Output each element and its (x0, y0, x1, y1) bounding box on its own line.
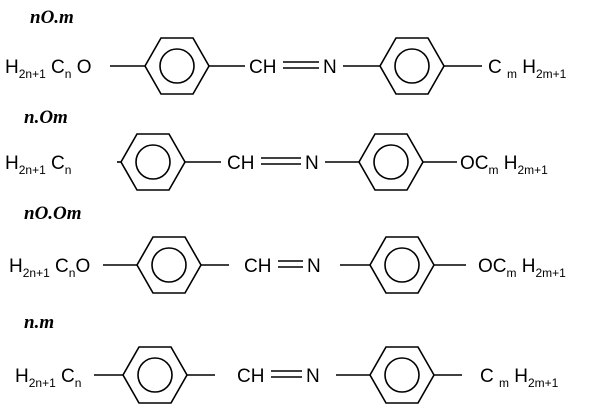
ring-hexagon (120, 133, 186, 191)
subscript: 2n+1 (19, 163, 46, 177)
text-part: H (5, 57, 19, 78)
ring-aromatic-circle (159, 48, 195, 84)
text-part: H (5, 153, 19, 174)
subscript: m (499, 376, 509, 390)
subscript: 2m+1 (528, 376, 559, 390)
benzene-ring (358, 133, 424, 191)
subscript: 2n+1 (29, 376, 56, 390)
ring-aromatic-circle (384, 357, 420, 393)
text-part: C (50, 256, 69, 277)
structure-title: n.m (24, 312, 54, 333)
text-part: H (15, 366, 29, 387)
text-part: C (488, 57, 507, 78)
text-part: H (9, 256, 23, 277)
benzene-ring (369, 236, 435, 294)
text-part: OC (460, 153, 489, 174)
text-part: H (509, 366, 528, 387)
ring-aromatic-circle (373, 144, 409, 180)
left-chain-label: H2n+1 Cn (5, 153, 71, 177)
ring-hexagon (136, 236, 202, 294)
nitrogen-label: N (323, 57, 337, 78)
text-part: C (480, 366, 499, 387)
ring-aromatic-circle (151, 247, 187, 283)
subscript: n (69, 266, 76, 280)
benzene-ring (120, 133, 186, 191)
subscript: 2m+1 (536, 67, 567, 81)
text-part: H (517, 57, 536, 78)
benzene-ring (379, 37, 445, 95)
ring-hexagon (379, 37, 445, 95)
nitrogen-label: N (306, 366, 320, 387)
ring-aromatic-circle (394, 48, 430, 84)
right-chain-label: OCm H2m+1 (478, 256, 566, 280)
ring-aromatic-circle (137, 357, 173, 393)
text-part: H (499, 153, 518, 174)
subscript: m (507, 266, 517, 280)
text-part: CH (227, 153, 254, 174)
ch-group-label: CH (244, 256, 271, 277)
text-part: H (517, 256, 536, 277)
benzene-ring (369, 346, 435, 404)
text-part: CH (244, 256, 271, 277)
nitrogen-label: N (305, 153, 319, 174)
text-part: OC (478, 256, 507, 277)
right-chain-label: OCm H2m+1 (460, 153, 548, 177)
ch-group-label: CH (237, 366, 264, 387)
nitrogen-label: N (307, 256, 321, 277)
right-chain-label: C m H2m+1 (488, 57, 567, 81)
ring-hexagon (122, 346, 188, 404)
left-chain-label: H2n+1 CnO (9, 256, 90, 280)
text-part: CH (249, 57, 276, 78)
left-chain-label: H2n+1 Cn O (5, 57, 92, 81)
text-part: C (56, 366, 75, 387)
subscript: n (65, 163, 72, 177)
benzene-ring (144, 37, 210, 95)
subscript: 2n+1 (23, 266, 50, 280)
text-part: O (71, 57, 91, 78)
structure-title: n.Om (24, 107, 68, 128)
right-chain-label: C m H2m+1 (480, 366, 559, 390)
subscript: n (65, 67, 72, 81)
ring-hexagon (369, 346, 435, 404)
ring-aromatic-circle (384, 247, 420, 283)
subscript: 2m+1 (518, 163, 549, 177)
left-chain-label: H2n+1 Cn (15, 366, 81, 390)
ring-aromatic-circle (135, 144, 171, 180)
structure-title: nO.Om (24, 203, 82, 224)
text-part: CH (237, 366, 264, 387)
text-part: C (46, 153, 65, 174)
ring-hexagon (369, 236, 435, 294)
ch-group-label: CH (249, 57, 276, 78)
benzene-ring (136, 236, 202, 294)
ch-group-label: CH (227, 153, 254, 174)
structure-title: nO.m (30, 7, 74, 28)
ring-hexagon (358, 133, 424, 191)
subscript: 2m+1 (536, 266, 567, 280)
text-part: C (46, 57, 65, 78)
benzene-ring (122, 346, 188, 404)
subscript: n (75, 376, 82, 390)
subscript: 2n+1 (19, 67, 46, 81)
subscript: m (489, 163, 499, 177)
subscript: m (507, 67, 517, 81)
ring-hexagon (144, 37, 210, 95)
text-part: O (75, 256, 90, 277)
